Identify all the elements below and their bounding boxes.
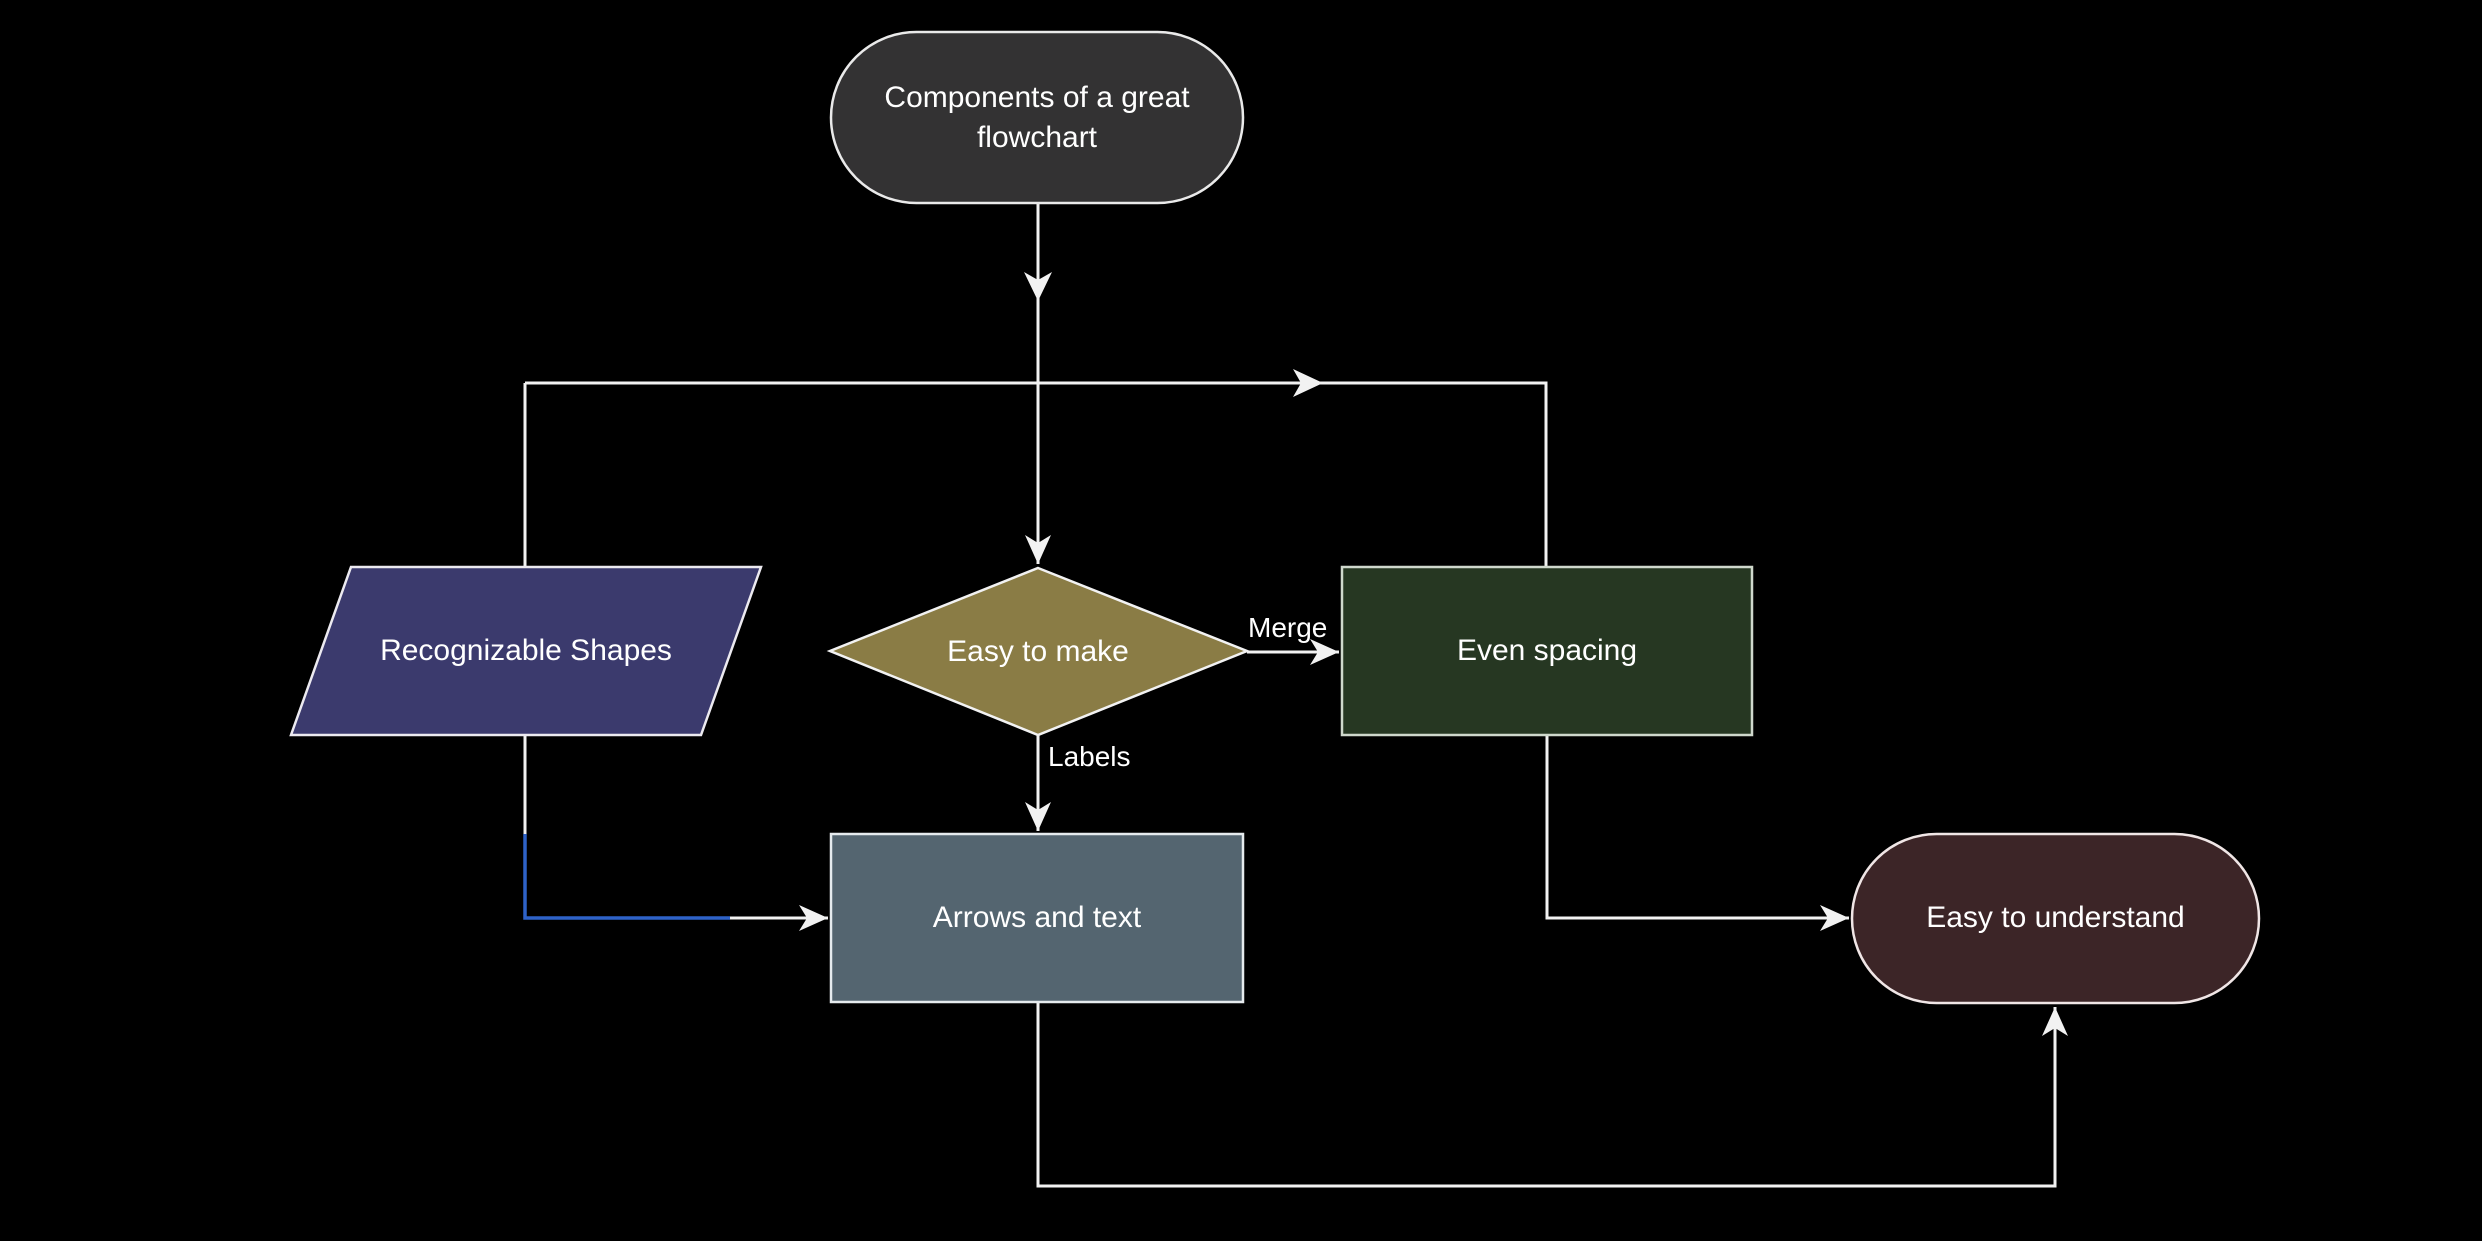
- node-recognizable-shapes-shape[interactable]: [289, 565, 763, 737]
- edge-layer: [523, 203, 2068, 1188]
- node-easy-to-make-shape[interactable]: [826, 566, 1251, 737]
- edge-even-spacing-to-easy-to-understand[interactable]: [1545, 735, 1849, 931]
- node-even-spacing-shape[interactable]: [1340, 565, 1754, 737]
- node-start-shape[interactable]: [829, 30, 1245, 205]
- edge-start-to-even-spacing[interactable]: [525, 381, 1548, 566]
- edge-branch-highlight-blue[interactable]: [523, 834, 730, 920]
- arrowhead-start-to-easy-to-make-mid: [1024, 272, 1052, 301]
- node-layer: [289, 30, 2261, 1005]
- node-easy-to-understand-shape[interactable]: [1850, 832, 2261, 1005]
- node-arrows-and-text-shape[interactable]: [829, 832, 1245, 1004]
- edge-arrows-and-text-to-easy-to-understand[interactable]: [1036, 1002, 2068, 1188]
- arrowhead-start-to-even-spacing-mid: [1293, 369, 1323, 397]
